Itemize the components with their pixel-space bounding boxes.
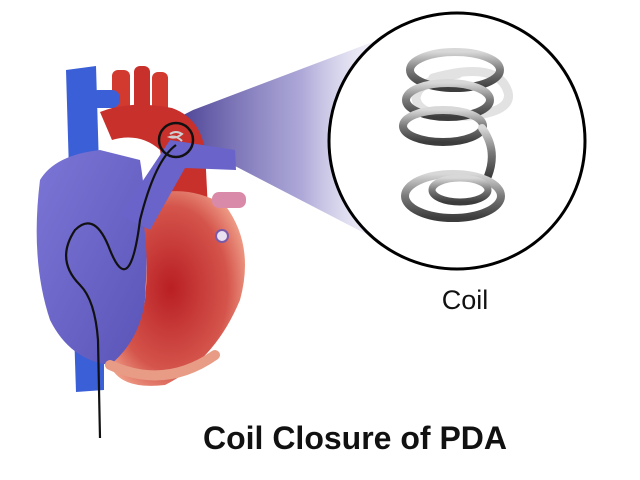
coil-icon [399,48,513,222]
left-ventricle [110,191,245,386]
small-coil [166,131,184,142]
magnification-source-circle [157,121,195,159]
pulmonary-vein [90,90,120,108]
catheter [65,144,177,439]
pulmonary-artery [120,140,236,230]
right-pulmonary-vein-end [215,229,229,243]
diagram-title: Coil Closure of PDA [202,420,507,456]
ventricle-wall [105,350,220,381]
right-pulmonary-vein [212,192,246,208]
right-heart [36,150,147,365]
coil-label: Coil [441,285,489,315]
